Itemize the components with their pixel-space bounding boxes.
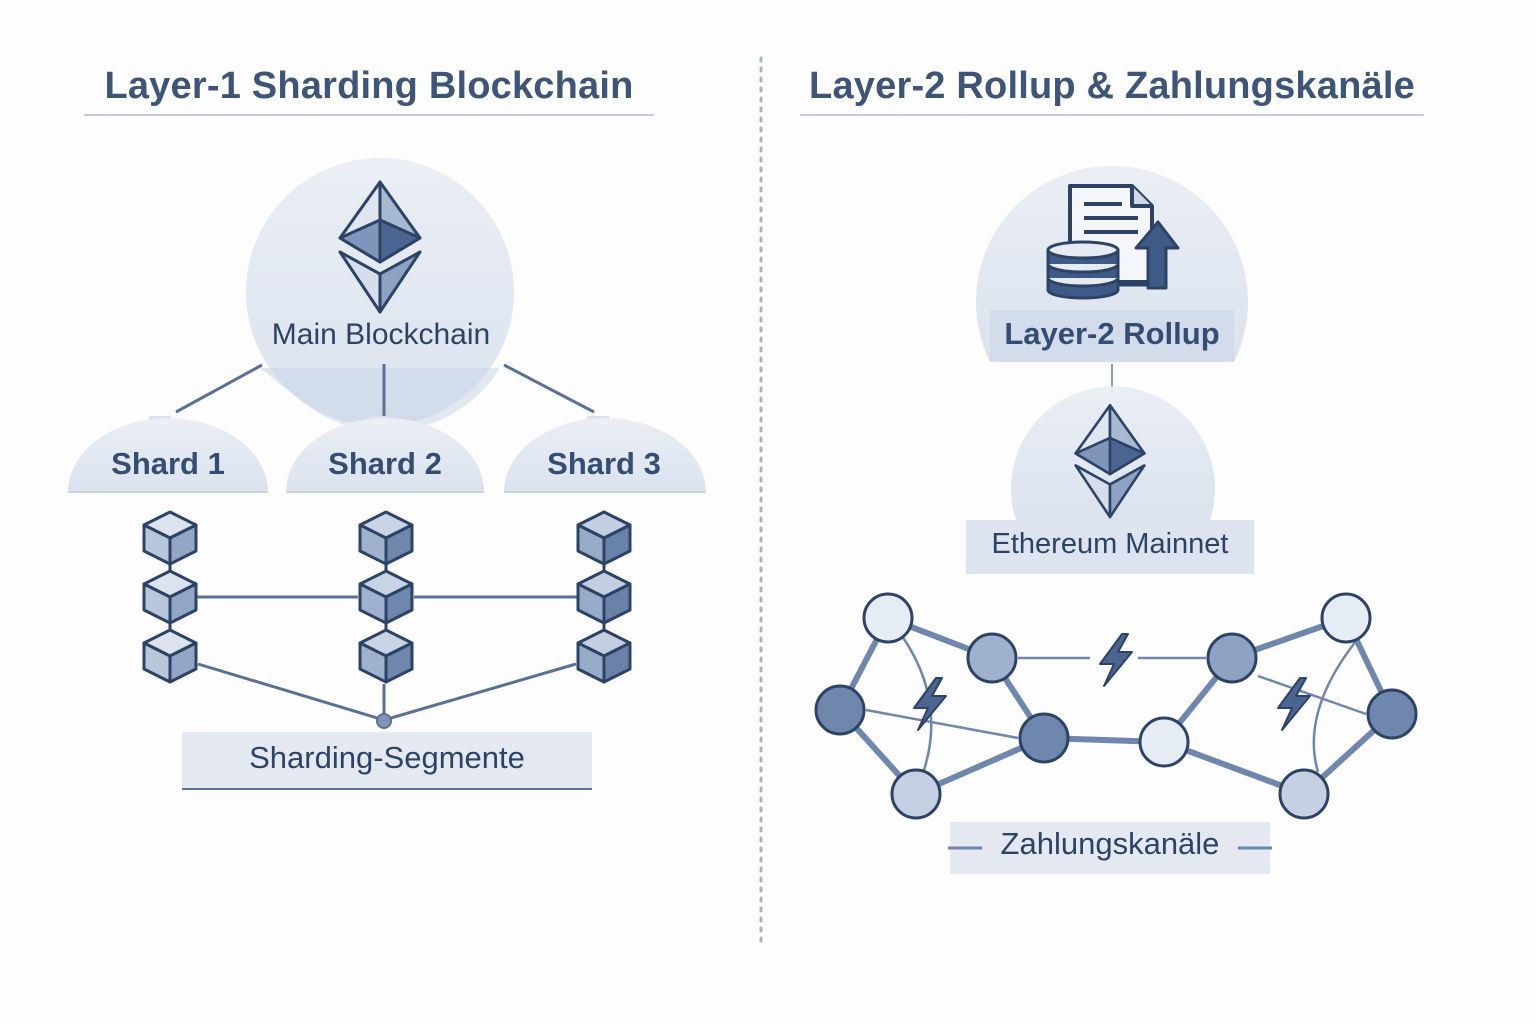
main-to-shard-connectors (175, 363, 595, 420)
main-blockchain-label: Main Blockchain (271, 318, 491, 351)
sharding-segments-label: Sharding-Segmente (249, 740, 525, 775)
shard-3-label: Shard 3 (547, 446, 661, 481)
shard-2-label: Shard 2 (328, 446, 442, 481)
shard-1-label: Shard 1 (111, 446, 225, 481)
layer2-rollup-label: Layer-2 Rollup (1004, 316, 1220, 351)
right-title-underline (800, 114, 1424, 116)
cube-icon (576, 569, 632, 625)
shard-3-node (504, 416, 706, 493)
shard-2-node (286, 416, 484, 493)
cube-icon (142, 510, 198, 566)
sharding-segments-box (182, 732, 592, 790)
cube-icon (358, 628, 414, 684)
payment-channels-box (948, 822, 1272, 874)
cube-icon (358, 510, 414, 566)
cube-icon (576, 628, 632, 684)
cube-icon (576, 510, 632, 566)
cube-icon (142, 569, 198, 625)
shard-1-node (68, 416, 268, 493)
ethereum-mainnet-label: Ethereum Mainnet (991, 528, 1229, 560)
left-title-underline (84, 114, 654, 116)
ethereum-diamond-icon (338, 180, 422, 314)
left-panel-title: Layer-1 Sharding Blockchain (104, 65, 634, 107)
payment-channels-label: Zahlungskanäle (1000, 826, 1220, 861)
document-coins-upload-icon (1046, 184, 1180, 300)
cube-icon (358, 569, 414, 625)
ethereum-diamond-icon (1074, 403, 1146, 519)
lightning-bolt-icon (913, 633, 1311, 731)
shard-block-stacks (142, 510, 632, 684)
channel-nodes (814, 592, 1418, 820)
segment-junction (376, 713, 392, 729)
cube-icon (142, 628, 198, 684)
right-panel-title: Layer-2 Rollup & Zahlungskanäle (809, 65, 1415, 107)
payment-channel-network (814, 592, 1418, 820)
